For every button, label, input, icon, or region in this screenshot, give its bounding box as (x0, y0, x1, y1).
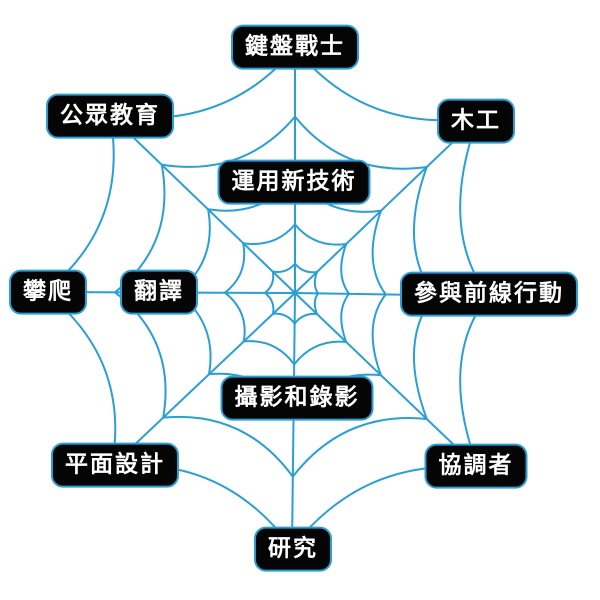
web-spoke (294, 292, 479, 469)
role-research: 研究 (254, 526, 332, 572)
web-spoke (109, 114, 296, 294)
role-graphic-design: 平面設計 (51, 442, 179, 488)
web-spoke (291, 292, 296, 549)
web-spoke (294, 117, 479, 294)
role-coordinator: 協調者 (424, 443, 528, 489)
role-translation: 翻譯 (120, 269, 198, 315)
web-ring (264, 262, 320, 325)
role-carpentry: 木工 (437, 98, 515, 144)
role-photo-video: 攝影和錄影 (220, 375, 374, 421)
role-new-technology: 運用新技術 (217, 159, 371, 205)
web-ring (114, 115, 435, 478)
role-climbing: 攀爬 (9, 269, 87, 315)
web-spoke (111, 292, 296, 467)
role-public-education: 公眾教育 (46, 93, 174, 139)
role-keyboard-warrior: 鍵盤戰士 (231, 24, 359, 70)
role-frontline-action: 參與前線行動 (400, 271, 578, 317)
web-ring (224, 223, 350, 366)
